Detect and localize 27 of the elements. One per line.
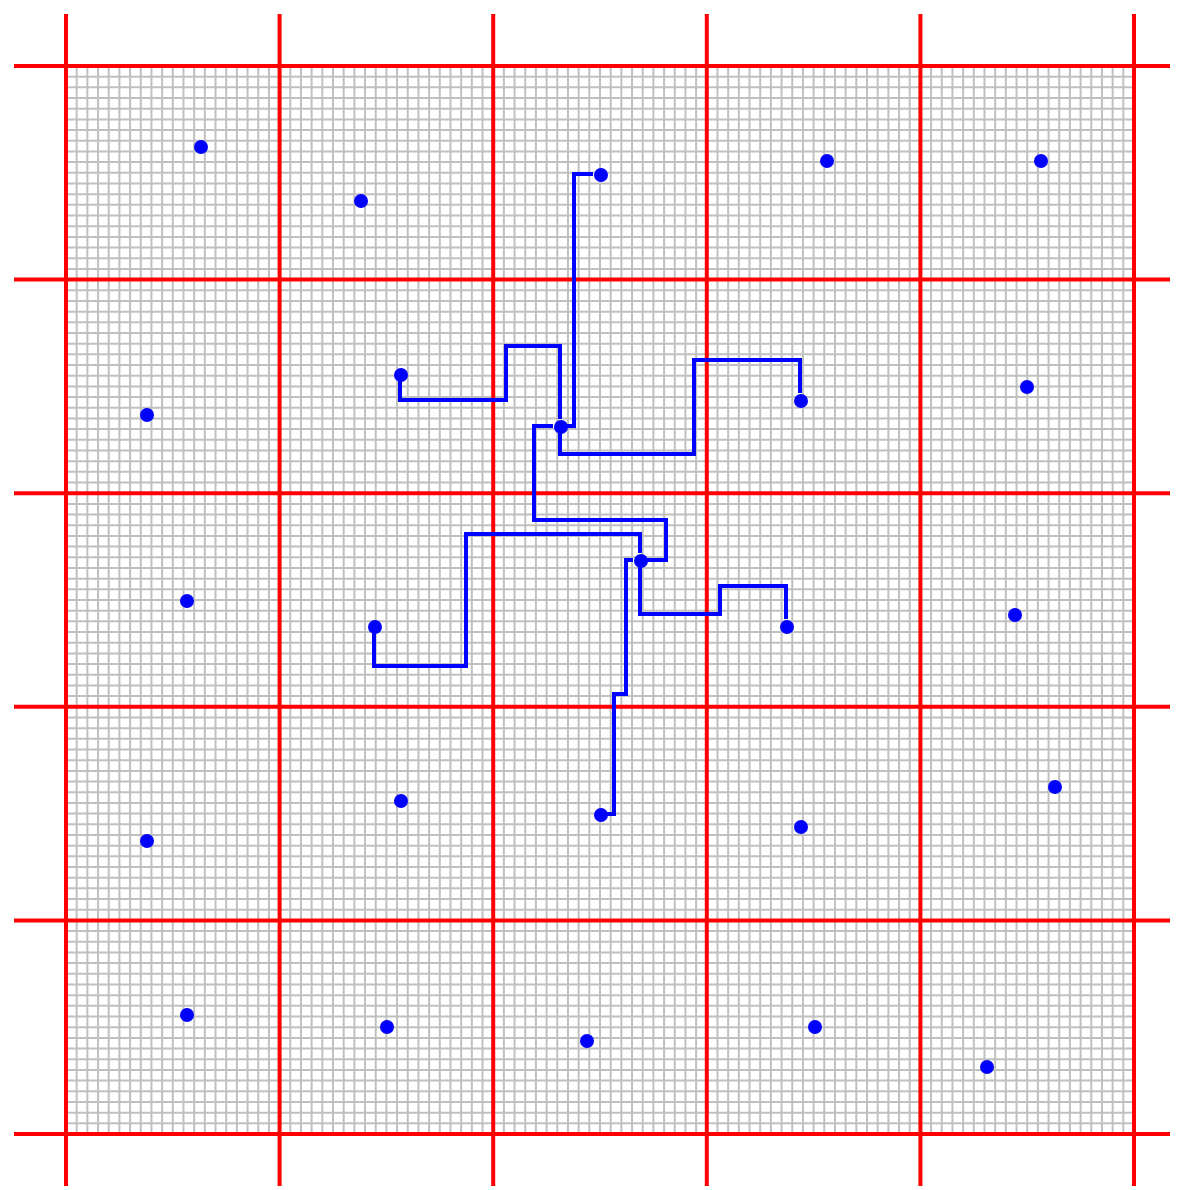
pin-dot — [807, 1019, 821, 1033]
pin-dot — [1019, 379, 1033, 393]
pin-dot — [139, 833, 153, 847]
pin-dot — [367, 619, 381, 633]
pin-dot — [393, 367, 407, 381]
wire — [567, 172, 593, 428]
pin-dot — [379, 1019, 393, 1033]
pin-dot — [593, 807, 607, 821]
pin-dot — [633, 553, 647, 567]
wire — [532, 424, 668, 562]
pin-dot — [1033, 153, 1047, 167]
wire — [638, 567, 788, 619]
pin-dot — [1047, 779, 1061, 793]
pin-dot — [1007, 607, 1021, 621]
wire — [398, 344, 562, 419]
wire — [372, 532, 642, 668]
pin-dot — [819, 153, 833, 167]
pin-dot — [179, 593, 193, 607]
pin-dot — [779, 619, 793, 633]
pin-dot — [793, 819, 807, 833]
pin-dot — [793, 393, 807, 407]
pin-dot — [553, 419, 567, 433]
pin-dot — [179, 1007, 193, 1021]
wire — [607, 558, 633, 816]
wire — [558, 358, 802, 456]
pin-dot — [593, 167, 607, 181]
pin-dot — [393, 793, 407, 807]
